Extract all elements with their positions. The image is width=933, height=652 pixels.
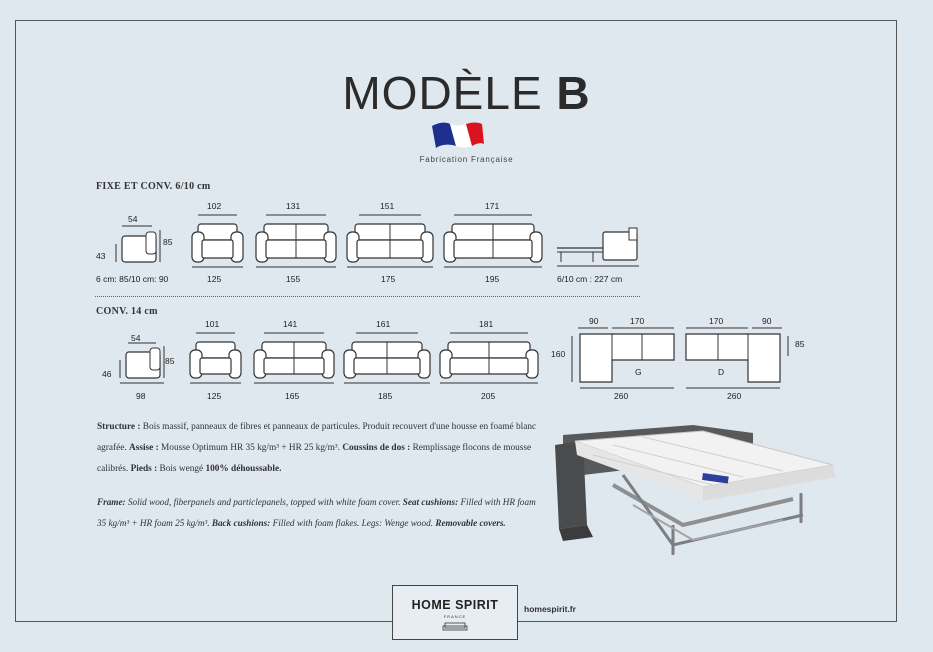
corner-g-letter: G — [635, 367, 642, 377]
s1-depth-bottom: 6 cm: 85/10 cm: 90 — [96, 274, 169, 284]
s2-sofa2-bottom: 165 — [285, 391, 300, 401]
s2-sofa2 — [253, 332, 335, 384]
sofa-bed-photo — [555, 425, 835, 555]
s2-sofa4 — [439, 332, 539, 384]
s1-sofa4 — [443, 214, 543, 268]
s2-sofa1-top: 101 — [205, 319, 220, 329]
logo-sub: FRANCE — [443, 614, 467, 619]
fr-dehoussable: 100% déhoussable. — [205, 464, 282, 474]
title-model: MODÈLE — [342, 67, 543, 119]
corner-sofa-d — [685, 327, 789, 389]
corner-d-letter: D — [718, 367, 725, 377]
corner-g-top-right: 170 — [630, 316, 645, 326]
description-fr: Structure : Bois massif, panneaux de fib… — [97, 417, 542, 480]
s1-sofa1 — [191, 214, 244, 268]
s1-sofa1-top: 102 — [207, 201, 222, 211]
logo-name: HOME SPIRIT — [411, 598, 499, 612]
s2-depth-top: 54 — [131, 333, 141, 343]
french-flag-icon — [432, 122, 484, 148]
fr-coussins-text: Remplissage flocons de mousse calibrés. — [97, 443, 532, 474]
s2-sofa1 — [189, 332, 242, 384]
en-frame-text: Solid wood, fiberpanels and particlepane… — [125, 497, 403, 507]
website-url[interactable]: homespirit.fr — [524, 604, 576, 614]
corner-d-bottom: 260 — [727, 391, 742, 401]
s1-sofa2-bottom: 155 — [286, 274, 301, 284]
s2-sofa3-top: 161 — [376, 319, 391, 329]
fr-assise-text: Mousse Optimum HR 35 kg/m³ + HR 25 kg/m³… — [158, 443, 343, 453]
section1-title: FIXE ET CONV. 6/10 cm — [96, 181, 211, 192]
corner-d-height: 85 — [795, 339, 805, 349]
s2-depth-bottom: 98 — [136, 391, 146, 401]
corner-sofa-g — [571, 327, 675, 389]
logo-sofa-icon — [442, 622, 468, 631]
s1-sofa3-bottom: 175 — [381, 274, 396, 284]
en-back-text: Filled with foam flakes. Legs: Wenge woo… — [270, 518, 436, 528]
s2-sofa1-bottom: 125 — [207, 391, 222, 401]
corner-d-top-right: 90 — [762, 316, 772, 326]
fabrication-label: Fabrication Française — [419, 155, 514, 164]
s2-sofa2-top: 141 — [283, 319, 298, 329]
s1-height-left: 43 — [96, 251, 106, 261]
en-seat-label: Seat cushions: — [402, 497, 459, 507]
en-removable: Removable covers. — [435, 518, 506, 528]
s1-sofa2 — [255, 214, 337, 268]
s1-sofa4-top: 171 — [485, 201, 500, 211]
fr-assise-label: Assise : — [129, 443, 159, 453]
s1-bed-view — [557, 227, 639, 267]
s1-side-view — [115, 225, 161, 263]
s2-height-left: 46 — [102, 369, 112, 379]
title-letter: B — [556, 67, 591, 119]
s1-sofa3-top: 151 — [380, 201, 395, 211]
s2-sofa3 — [343, 332, 431, 384]
s1-sofa3 — [346, 214, 434, 268]
corner-d-top-left: 170 — [709, 316, 724, 326]
s1-bed-bottom: 6/10 cm : 227 cm — [557, 274, 623, 284]
home-spirit-logo: HOME SPIRIT FRANCE — [392, 585, 518, 640]
s2-sofa4-top: 181 — [479, 319, 494, 329]
en-back-label: Back cushions: — [211, 518, 271, 528]
page-title: MODÈLE B — [0, 66, 933, 120]
section2-title: CONV. 14 cm — [96, 306, 158, 317]
en-seat-text: Filled with HR foam 35 kg/m³ + HR foam 2… — [97, 497, 536, 528]
s2-side-view — [119, 342, 165, 384]
s1-depth-top: 54 — [128, 214, 138, 224]
s1-height-right: 85 — [163, 237, 173, 247]
en-frame-label: Frame: — [97, 497, 126, 507]
description-en: Frame: Solid wood, fiberpanels and parti… — [97, 492, 542, 534]
fr-structure-label: Structure : — [97, 422, 141, 432]
s1-sofa1-bottom: 125 — [207, 274, 222, 284]
s2-sofa4-bottom: 205 — [481, 391, 496, 401]
corner-g-top-left: 90 — [589, 316, 599, 326]
fr-coussins-label: Coussins de dos : — [342, 443, 411, 453]
section-divider — [95, 296, 640, 297]
fr-pieds-text: Bois wengé — [157, 464, 206, 474]
corner-g-bottom: 260 — [614, 391, 629, 401]
fr-structure-text: Bois massif, panneaux de fibres et panne… — [97, 422, 537, 453]
fr-pieds-label: Pieds : — [130, 464, 158, 474]
s1-sofa2-top: 131 — [286, 201, 301, 211]
s2-height-right: 85 — [165, 356, 175, 366]
s1-sofa4-bottom: 195 — [485, 274, 500, 284]
s2-sofa3-bottom: 185 — [378, 391, 393, 401]
corner-g-height: 160 — [551, 349, 566, 359]
